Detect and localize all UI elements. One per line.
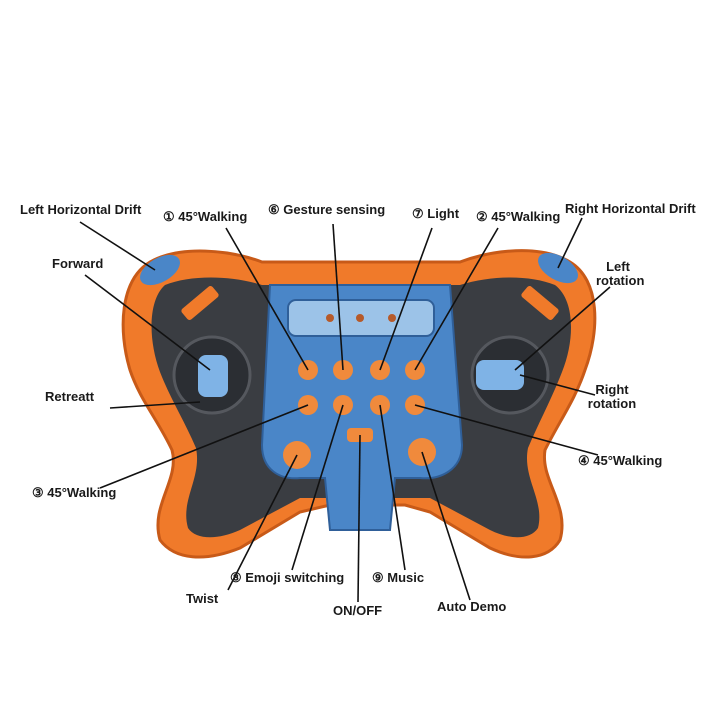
label-left-rotation: Left rotation bbox=[596, 259, 645, 288]
label-emoji-switching: ⑧ Emoji switching bbox=[230, 570, 345, 585]
label-left-horizontal-drift: Left Horizontal Drift bbox=[20, 202, 142, 217]
left-joystick bbox=[198, 355, 228, 397]
leader-lines bbox=[79, 217, 611, 603]
label-walking-4: ④ 45°Walking bbox=[578, 453, 663, 468]
label-left-rotation-line1: Left bbox=[606, 259, 630, 274]
label-right-horizontal-drift: Right Horizontal Drift bbox=[565, 201, 696, 216]
label-auto-demo: Auto Demo bbox=[437, 599, 507, 614]
label-walking-2: ② 45°Walking bbox=[476, 209, 561, 224]
center-panel bbox=[260, 284, 464, 531]
right-joystick bbox=[476, 360, 524, 390]
label-retreat: Retreatt bbox=[45, 389, 95, 404]
label-left-rotation-line2: rotation bbox=[596, 273, 645, 288]
label-light: ⑦ Light bbox=[412, 206, 460, 221]
label-gesture-sensing: ⑥ Gesture sensing bbox=[268, 202, 386, 217]
label-right-rotation-line1: Right bbox=[595, 382, 629, 397]
label-on-off: ON/OFF bbox=[333, 603, 383, 618]
left-shoulder-button bbox=[140, 254, 180, 286]
label-walking-1: ① 45°Walking bbox=[163, 209, 248, 224]
label-twist: Twist bbox=[186, 591, 219, 606]
label-right-rotation: Right rotation bbox=[585, 383, 639, 411]
label-forward: Forward bbox=[52, 256, 104, 271]
label-music: ⑨ Music bbox=[372, 570, 425, 585]
label-walking-3: ③ 45°Walking bbox=[32, 485, 117, 500]
label-right-rotation-line2: rotation bbox=[587, 396, 637, 411]
